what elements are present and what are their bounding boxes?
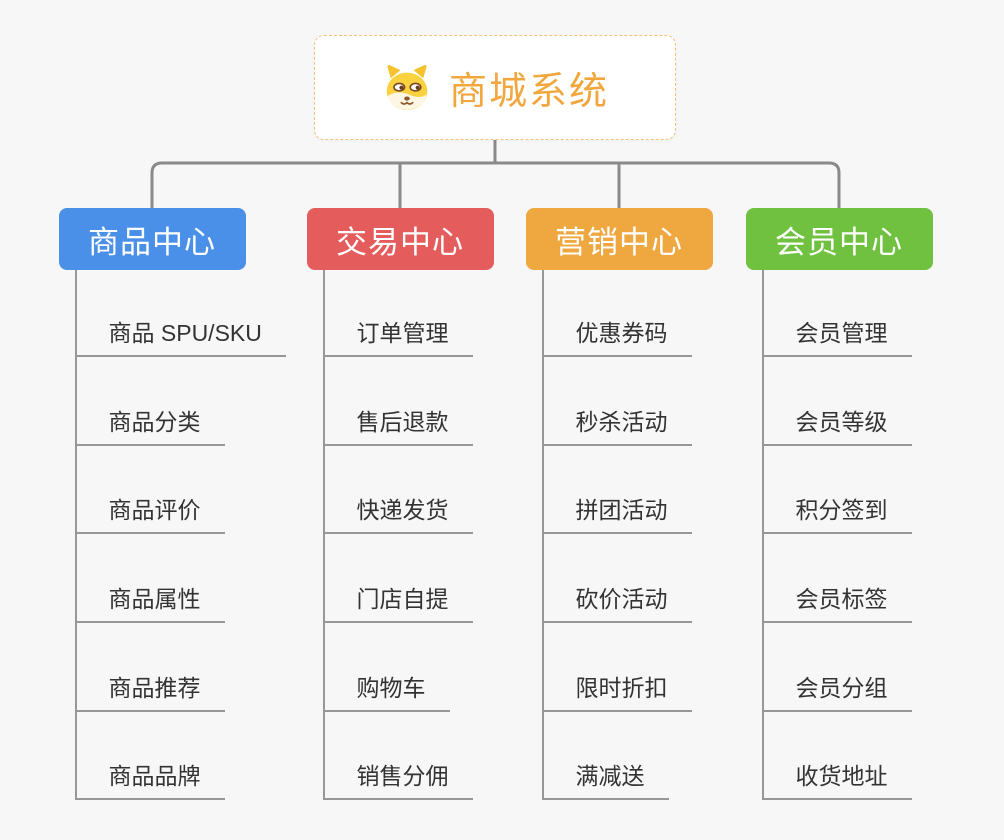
branch-connector-bar — [150, 161, 841, 208]
branch-item[interactable]: 收货地址 — [761, 758, 912, 800]
branch-item[interactable]: 门店自提 — [322, 581, 473, 623]
branch-trunk-line — [761, 270, 764, 800]
branch-item[interactable]: 会员等级 — [761, 404, 912, 446]
branch-node[interactable]: 商品中心 — [58, 208, 246, 270]
branch-item[interactable]: 秒杀活动 — [541, 404, 692, 446]
branch-node[interactable]: 会员中心 — [745, 208, 933, 270]
branch-item[interactable]: 优惠券码 — [541, 315, 692, 357]
branch-item[interactable]: 商品 SPU/SKU — [74, 315, 286, 357]
branch-item[interactable]: 商品属性 — [74, 581, 225, 623]
branch-item[interactable]: 商品品牌 — [74, 758, 225, 800]
branch-item[interactable]: 商品推荐 — [74, 670, 225, 712]
root-title: 商城系统 — [448, 71, 609, 113]
branch-item[interactable]: 购物车 — [322, 670, 450, 712]
branch-node[interactable]: 营销中心 — [525, 208, 713, 270]
branch-trunk-line — [74, 270, 77, 800]
branch-item[interactable]: 会员标签 — [761, 581, 912, 623]
branch-item[interactable]: 订单管理 — [322, 315, 473, 357]
branch-item[interactable]: 限时折扣 — [541, 670, 692, 712]
branch-item[interactable]: 销售分佣 — [322, 758, 473, 800]
branch-item[interactable]: 砍价活动 — [541, 581, 692, 623]
branch-trunk-line — [541, 270, 544, 800]
branch-item[interactable]: 积分签到 — [761, 492, 912, 534]
branch-item[interactable]: 售后退款 — [322, 404, 473, 446]
branch-trunk-line — [322, 270, 325, 800]
branch-item[interactable]: 会员分组 — [761, 670, 912, 712]
dog-face-icon — [386, 64, 428, 110]
branch-item[interactable]: 快递发货 — [322, 492, 473, 534]
root-node[interactable]: 商城系统 — [314, 35, 676, 140]
branch-node[interactable]: 交易中心 — [306, 208, 494, 270]
branch-item[interactable]: 满减送 — [541, 758, 669, 800]
branch-item[interactable]: 会员管理 — [761, 315, 912, 357]
branch-item[interactable]: 拼团活动 — [541, 492, 692, 534]
branch-item[interactable]: 商品分类 — [74, 404, 225, 446]
branch-item[interactable]: 商品评价 — [74, 492, 225, 534]
